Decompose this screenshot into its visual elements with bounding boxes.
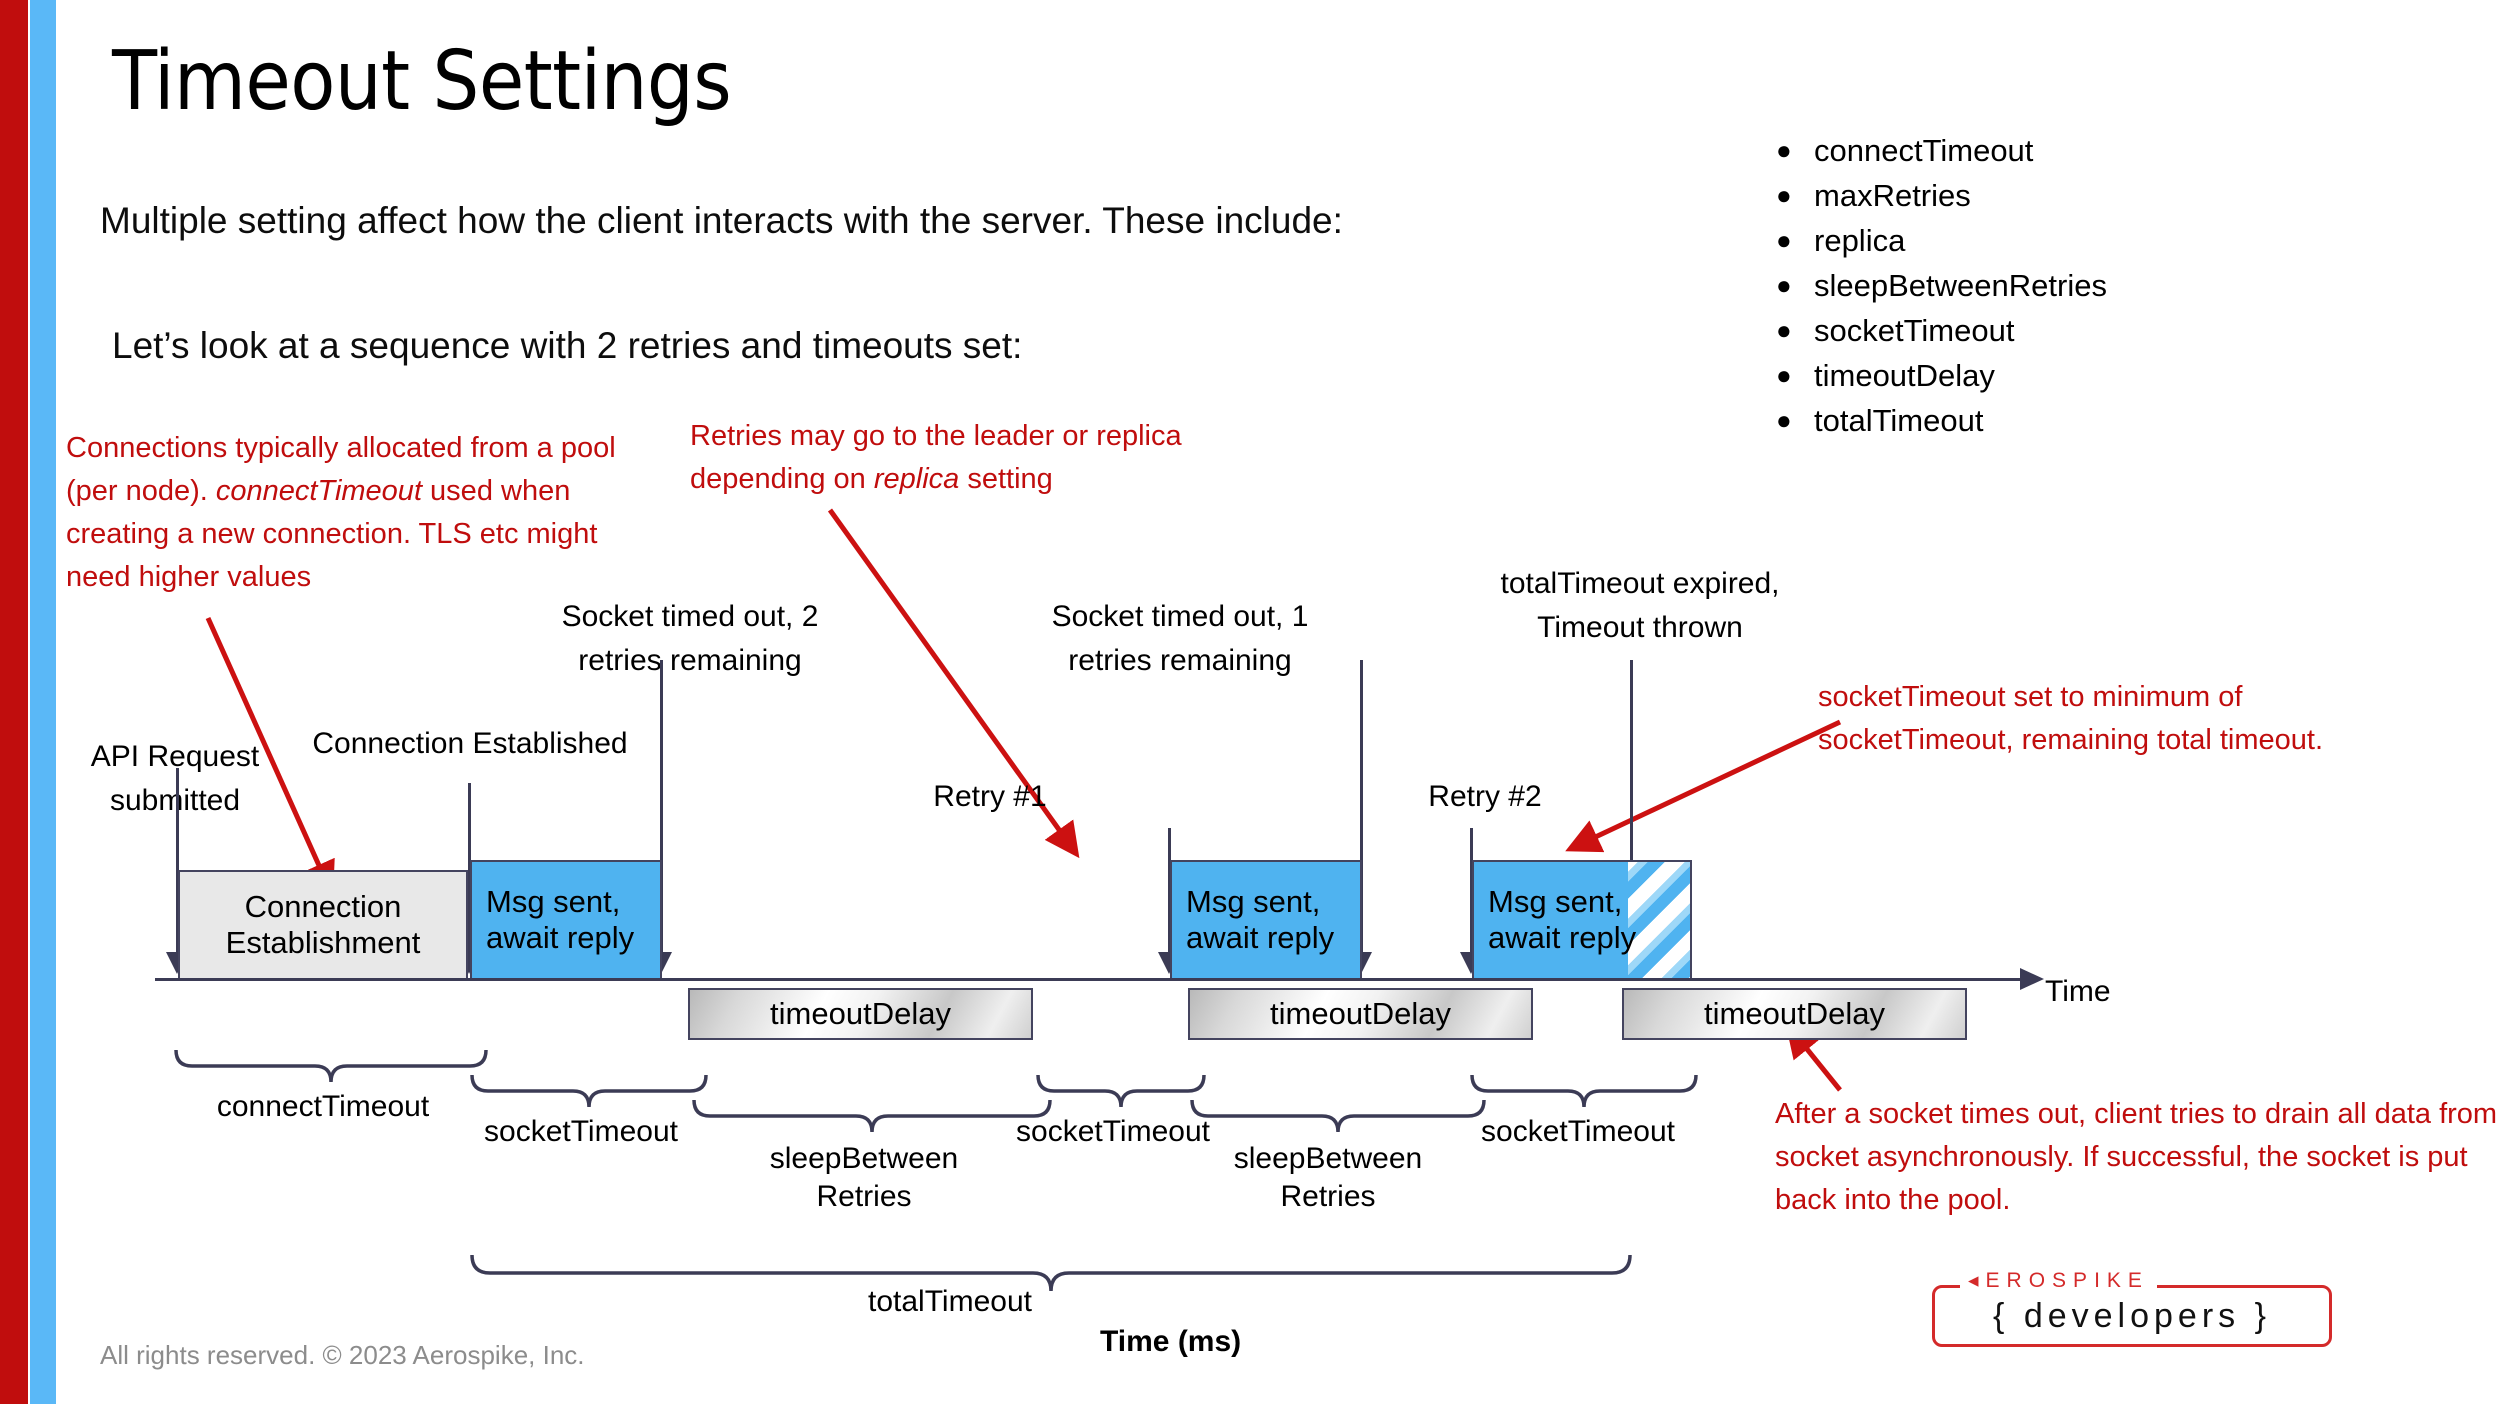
list-item-label: replica xyxy=(1814,223,1906,258)
box-connection-establishment-label: Connection Establishment xyxy=(225,889,421,960)
annotation-emphasis: connectTimeout xyxy=(215,475,422,507)
brace-label-sleep-between-line2: Retries xyxy=(816,1180,912,1213)
annotation-text-part2: used when creating a new connection. TLS… xyxy=(66,475,598,593)
bullet-icon: ● xyxy=(1776,315,1792,345)
list-item-label: maxRetries xyxy=(1814,178,1971,213)
time-axis-line xyxy=(155,978,2025,981)
bullet-icon: ● xyxy=(1776,405,1792,435)
label-time-axis: Time xyxy=(2045,975,2111,1008)
eventline-socket-timeout-2 xyxy=(1360,660,1363,956)
logo-brand-text: EROSPIKE xyxy=(1985,1269,2149,1292)
bullet-icon: ● xyxy=(1776,360,1792,390)
brace-label-sleep-between-retries-1: sleepBetween Retries xyxy=(704,1140,1024,1216)
hatched-region-icon xyxy=(1628,862,1690,978)
annotation-retries-leader: Retries may go to the leader or replica … xyxy=(690,415,1250,501)
brace-label-sleep-between-line1: sleepBetween xyxy=(1233,1142,1423,1175)
list-item: ● connectTimeout xyxy=(1770,128,2107,173)
arrow-sockettimeout-to-msg3 xyxy=(1565,719,1842,853)
box-msg-sent-2: Msg sent, await reply xyxy=(1170,860,1362,980)
label-total-timeout-expired: totalTimeout expired, Timeout thrown xyxy=(1500,567,1780,644)
page-subtitle: Multiple setting affect how the client i… xyxy=(100,200,1343,241)
brace-socket-timeout-2 xyxy=(1036,1074,1206,1108)
annotation-socket-timeout-min: socketTimeout set to minimum of socketTi… xyxy=(1818,681,2324,756)
list-item: ● socketTimeout xyxy=(1770,308,2107,353)
brace-socket-timeout-3 xyxy=(1470,1074,1698,1108)
annotation-emphasis: replica xyxy=(873,463,960,495)
page-title: Timeout Settings xyxy=(112,34,732,129)
brace-label-socket-timeout-3: socketTimeout xyxy=(1481,1115,1675,1148)
eventline-total-timeout xyxy=(1630,660,1633,956)
label-api-request-submitted: API Request submitted xyxy=(90,740,260,817)
eventline-api-request xyxy=(176,768,179,956)
bullet-icon: ● xyxy=(1776,135,1792,165)
eventline-retry-2 xyxy=(1470,828,1473,956)
annotation-text-part1: Connections typically allocated from a p… xyxy=(66,432,616,507)
list-item-label: socketTimeout xyxy=(1814,313,2015,348)
annotation-socket-drain: After a socket times out, client tries t… xyxy=(1775,1098,2498,1216)
brace-label-sleep-between-line2: Retries xyxy=(1280,1180,1376,1213)
annotation-text-part2: setting xyxy=(959,463,1053,495)
label-socket-timed-out-1: Socket timed out, 1 retries remaining xyxy=(1051,600,1309,677)
brace-label-sleep-between-line1: sleepBetween xyxy=(769,1142,959,1175)
annotation-connection-pool: Connections typically allocated from a p… xyxy=(66,427,626,599)
list-item-label: totalTimeout xyxy=(1814,403,1984,438)
bullet-icon: ● xyxy=(1776,270,1792,300)
box-msg-sent-1: Msg sent, await reply xyxy=(470,860,662,980)
label-connection-established: Connection Established xyxy=(312,727,628,760)
axis-title-time-ms: Time (ms) xyxy=(1100,1325,1242,1358)
logo-triangle-icon: ◂ xyxy=(1968,1269,1986,1292)
box-timeout-delay-1: timeoutDelay xyxy=(688,988,1033,1040)
bullet-icon: ● xyxy=(1776,180,1792,210)
brace-label-socket-timeout-2: socketTimeout xyxy=(1016,1115,1210,1148)
box-msg-sent-3-label: Msg sent, await reply xyxy=(1488,884,1637,955)
list-item: ● replica xyxy=(1770,218,2107,263)
box-msg-sent-1-label: Msg sent, await reply xyxy=(486,884,635,955)
logo-product-label: { developers } xyxy=(1993,1296,2271,1335)
eventline-socket-timeout-1 xyxy=(660,660,663,956)
box-connection-establishment: Connection Establishment xyxy=(178,870,468,980)
slide-edge-blue-bar xyxy=(30,0,56,1404)
box-msg-sent-2-label: Msg sent, await reply xyxy=(1186,884,1335,955)
brace-label-connect-timeout: connectTimeout xyxy=(216,1090,430,1123)
slide-edge-red-bar xyxy=(0,0,28,1404)
label-retry-2: Retry #2 xyxy=(1428,780,1542,813)
time-axis-arrow-icon xyxy=(2020,968,2044,990)
list-item: ● maxRetries xyxy=(1770,173,2107,218)
list-item: ● timeoutDelay xyxy=(1770,353,2107,398)
box-timeout-delay-3: timeoutDelay xyxy=(1622,988,1967,1040)
list-item: ● totalTimeout xyxy=(1770,398,2107,443)
eventline-retry-1 xyxy=(1168,828,1171,956)
brace-label-sleep-between-retries-2: sleepBetween Retries xyxy=(1168,1140,1488,1216)
bullet-icon: ● xyxy=(1776,225,1792,255)
brace-label-total-timeout: totalTimeout xyxy=(868,1285,1032,1318)
logo-brand-label: ◂EROSPIKE xyxy=(1960,1268,2157,1293)
brace-connect-timeout xyxy=(174,1049,488,1083)
aerospike-developers-logo: { developers } xyxy=(1932,1285,2332,1347)
copyright-footer: All rights reserved. © 2023 Aerospike, I… xyxy=(100,1340,585,1370)
box-timeout-delay-2: timeoutDelay xyxy=(1188,988,1533,1040)
label-socket-timed-out-2: Socket timed out, 2 retries remaining xyxy=(561,600,819,677)
box-msg-sent-3: Msg sent, await reply xyxy=(1472,860,1692,980)
list-item-label: connectTimeout xyxy=(1814,133,2034,168)
annotation-text-part1: Retries may go to the leader or replica … xyxy=(690,420,1182,495)
brace-socket-timeout-1 xyxy=(470,1074,708,1108)
settings-list: ● connectTimeout ● maxRetries ● replica ● sl… xyxy=(1770,128,2107,443)
brace-label-socket-timeout-1: socketTimeout xyxy=(484,1115,678,1148)
eventline-connection-established xyxy=(468,783,471,956)
label-retry-1: Retry #1 xyxy=(933,780,1047,813)
list-item-label: timeoutDelay xyxy=(1814,358,1995,393)
list-item-label: sleepBetweenRetries xyxy=(1814,268,2107,303)
page-subtitle-secondary: Let’s look at a sequence with 2 retries … xyxy=(112,325,1023,366)
list-item: ● sleepBetweenRetries xyxy=(1770,263,2107,308)
